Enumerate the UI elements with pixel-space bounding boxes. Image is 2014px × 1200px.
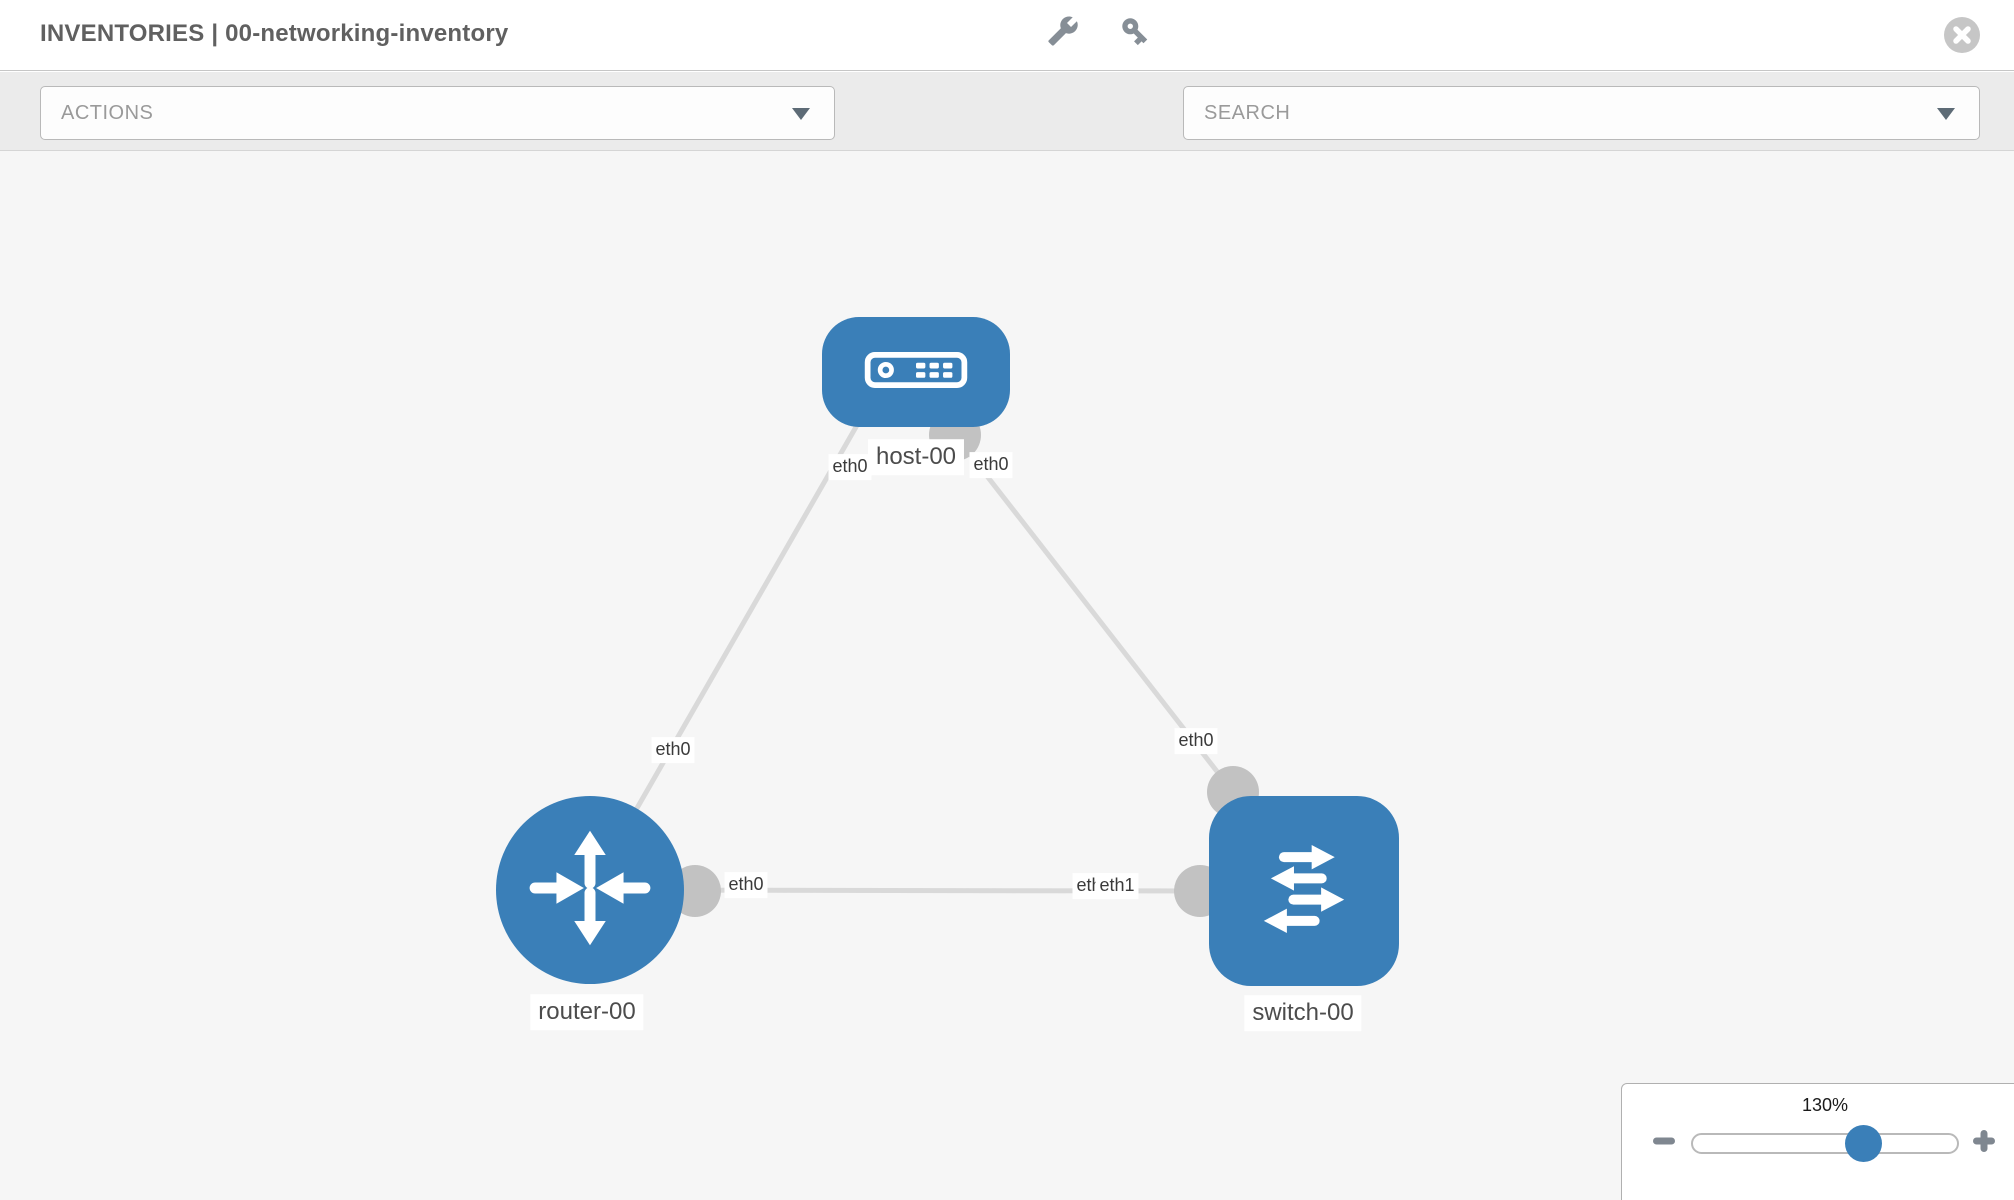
chevron-down-icon [792, 108, 810, 120]
topology-canvas[interactable]: host-00 router-00 switch-00 eth0 eth0 eth0 eth… [0, 151, 2014, 1200]
interface-label: eth0 [724, 872, 768, 898]
interface-label: eth1 [1095, 873, 1139, 899]
device-label-host-00: host-00 [867, 439, 965, 475]
host-icon [864, 350, 968, 395]
search-dropdown-label: SEARCH [1204, 101, 1291, 124]
device-node-host-00[interactable] [822, 317, 1010, 427]
device-node-switch-00[interactable] [1209, 796, 1399, 986]
router-icon [529, 827, 651, 954]
switch-icon [1245, 830, 1363, 953]
interface-label: eth0 [651, 737, 695, 763]
page-title: INVENTORIES | 00-networking-inventory [40, 20, 509, 47]
actions-dropdown[interactable]: ACTIONS [40, 86, 835, 140]
toolbar-tools [1046, 14, 1152, 48]
topology-links-layer [587, 409, 1259, 917]
zoom-slider-track[interactable] [1691, 1125, 1959, 1162]
chevron-down-icon [1937, 108, 1955, 120]
zoom-level-label: 130% [1801, 1095, 1849, 1115]
search-dropdown[interactable]: SEARCH [1183, 86, 1980, 140]
interface-label: eth0 [828, 454, 872, 480]
toolbar: ACTIONS SEARCH [0, 16, 2014, 151]
key-icon[interactable] [1118, 14, 1152, 48]
zoom-panel: 130% [1621, 1083, 2014, 1200]
interface-label: eth0 [969, 452, 1013, 478]
zoom-slider-knob[interactable] [1845, 1125, 1883, 1162]
wrench-icon[interactable] [1046, 14, 1080, 48]
actions-dropdown-label: ACTIONS [61, 101, 154, 124]
header: INVENTORIES | 00-networking-inventory [0, 0, 2014, 71]
close-button[interactable] [1943, 16, 1981, 54]
zoom-in-button[interactable] [1970, 1129, 1998, 1157]
device-label-switch-00: switch-00 [1244, 995, 1362, 1031]
close-icon [1943, 17, 1981, 57]
minus-icon [1650, 1127, 1678, 1160]
interface-label: eth0 [1174, 728, 1218, 754]
zoom-out-button[interactable] [1650, 1129, 1678, 1157]
plus-icon [1970, 1127, 1998, 1160]
device-node-router-00[interactable] [496, 796, 684, 984]
device-label-router-00: router-00 [530, 994, 644, 1030]
